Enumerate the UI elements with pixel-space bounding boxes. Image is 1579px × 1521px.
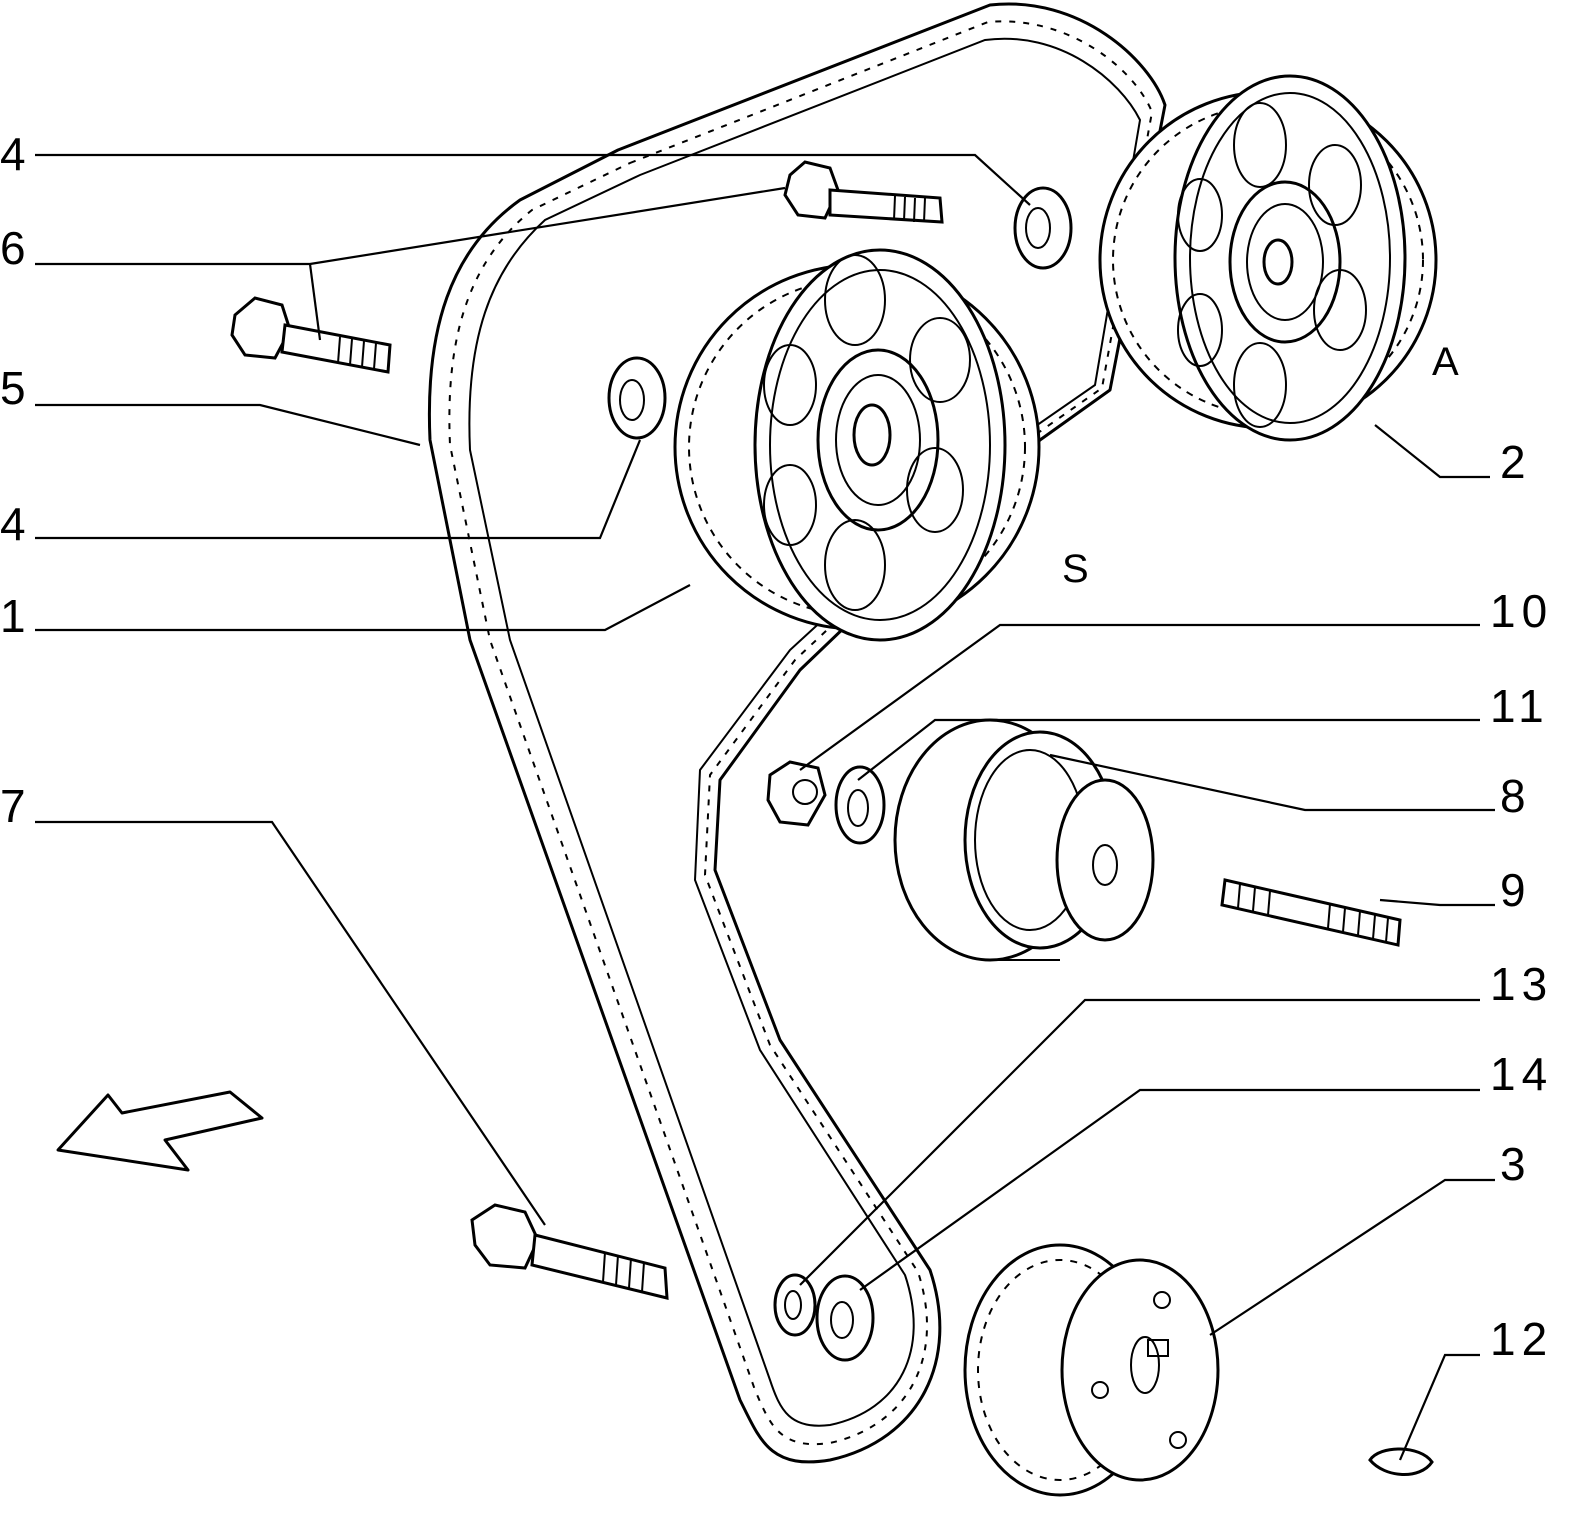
stud — [1220, 878, 1402, 947]
washer-13 — [773, 1273, 817, 1337]
callout-10: 10 — [1490, 585, 1553, 637]
rotation-direction-arrow-icon — [56, 1090, 264, 1172]
callout-12: 12 — [1490, 1313, 1553, 1365]
timing-belt — [427, 2, 1167, 1464]
callout-13: 13 — [1490, 958, 1553, 1010]
callout-6: 6 — [0, 222, 32, 274]
callout-9: 9 — [1500, 864, 1532, 916]
callout-7: 7 — [0, 780, 32, 832]
leader-lines — [35, 153, 1495, 1461]
callout-2: 2 — [1500, 436, 1532, 488]
callout-8: 8 — [1500, 770, 1532, 822]
crankshaft-pulley — [963, 1243, 1220, 1497]
washer-14 — [815, 1274, 875, 1362]
washer-left — [607, 356, 667, 440]
bolt-upper — [783, 160, 944, 224]
callout-5: 5 — [0, 362, 32, 414]
marker-s: S — [1062, 547, 1095, 591]
callout-1: 1 — [0, 590, 32, 642]
callout-11: 11 — [1490, 680, 1550, 732]
camshaft-pulley-intake — [1098, 74, 1438, 442]
bolt-left — [230, 296, 392, 374]
callout-3: 3 — [1500, 1138, 1532, 1190]
marker-a: A — [1432, 340, 1465, 384]
callout-4-lower: 4 — [0, 498, 32, 550]
washer-upper — [1013, 186, 1073, 270]
callout-14: 14 — [1490, 1048, 1553, 1100]
nut — [766, 760, 827, 827]
washer-11 — [834, 765, 886, 845]
callout-labels: 4 6 5 4 1 7 10 11 8 9 13 14 3 12 2 S A — [0, 128, 1553, 1365]
camshaft-pulley-exhaust — [673, 248, 1041, 642]
bolt-lower — [470, 1203, 669, 1300]
belt-tensioner — [893, 718, 1155, 962]
callout-4-upper: 4 — [0, 128, 32, 180]
woodruff-key — [1368, 1447, 1434, 1476]
